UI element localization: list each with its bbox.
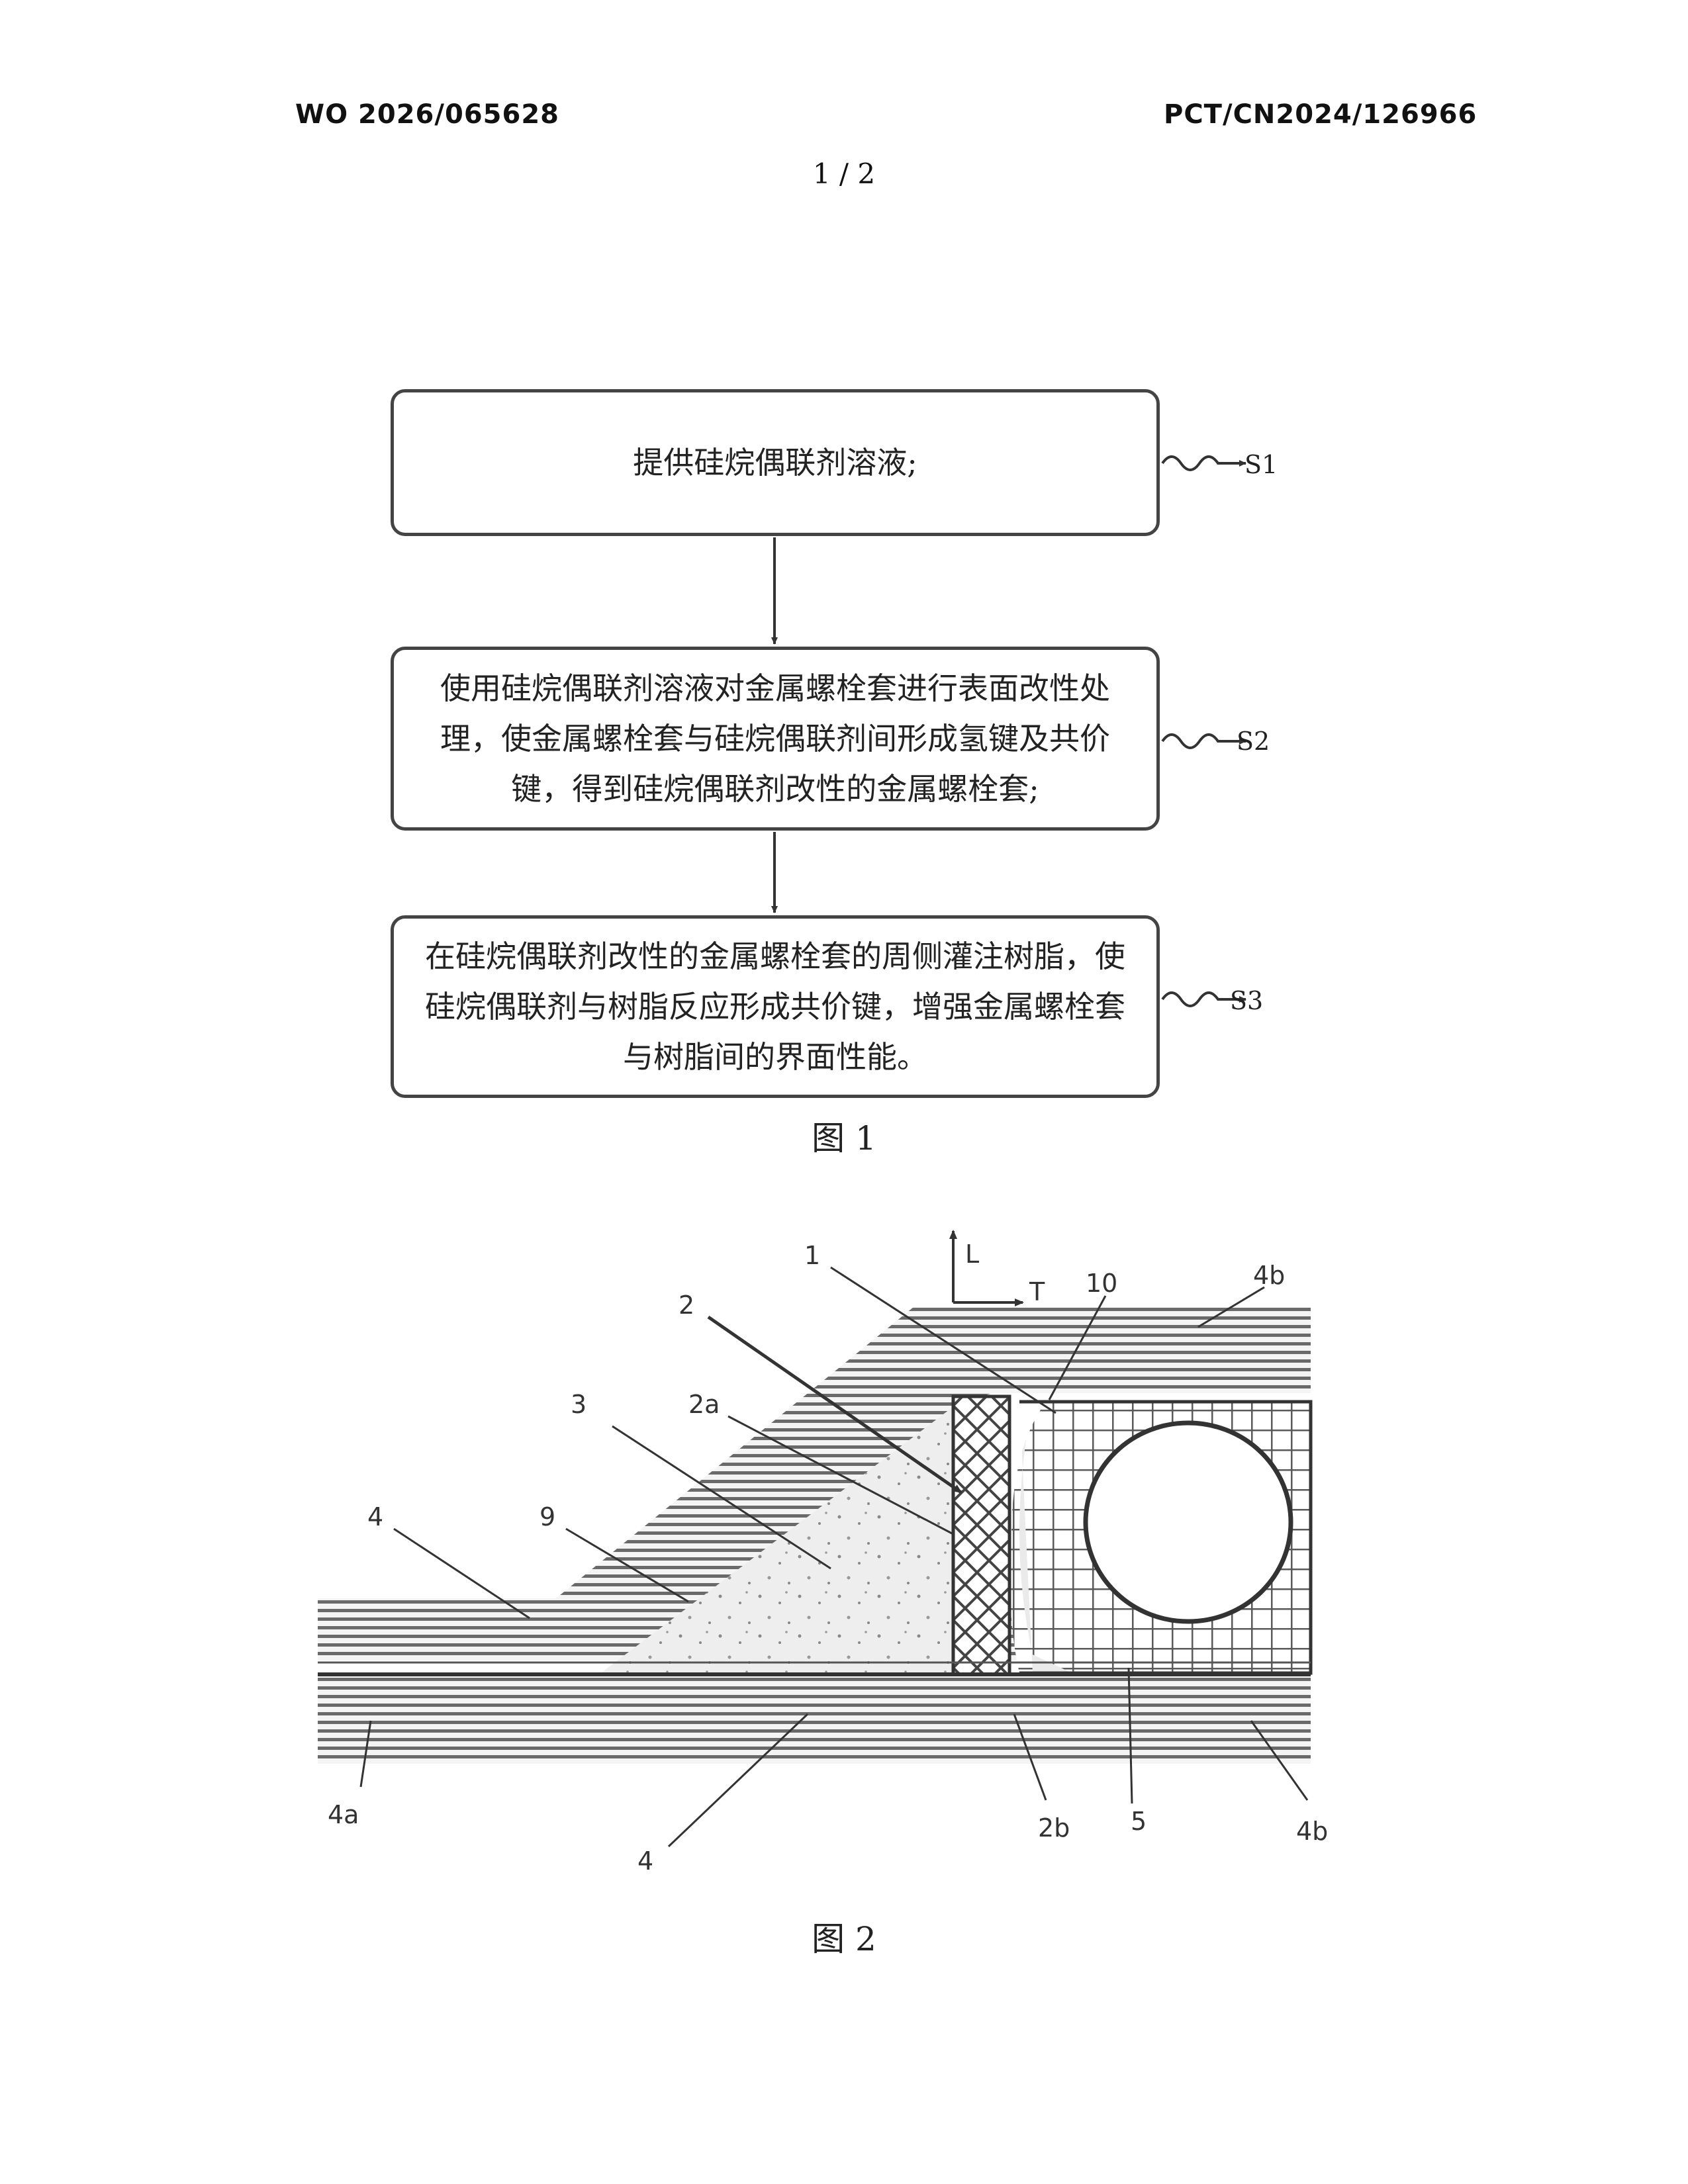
callout-4b-top: 4b	[1253, 1261, 1285, 1290]
figure-2-caption: 图 2	[0, 1913, 1688, 1960]
callout-2a: 2a	[688, 1390, 720, 1419]
callout-2b: 2b	[1038, 1813, 1070, 1843]
callout-10: 10	[1086, 1269, 1117, 1298]
callout-4-bottom: 4	[637, 1846, 653, 1876]
bushing-bore	[1086, 1423, 1291, 1621]
callout-4-left: 4	[367, 1502, 383, 1531]
laminate-lower-ply	[318, 1678, 1311, 1764]
axis-label-l: L	[965, 1240, 979, 1269]
coordinate-axes: L T	[953, 1231, 1045, 1306]
callout-2: 2	[679, 1291, 694, 1320]
callout-4a: 4a	[328, 1800, 359, 1829]
callout-1: 1	[804, 1241, 820, 1270]
axis-label-t: T	[1029, 1277, 1045, 1306]
callout-9: 9	[539, 1502, 555, 1531]
callout-4b-bottom: 4b	[1296, 1817, 1328, 1846]
laminate-flat-ply	[318, 1598, 616, 1661]
callout-5: 5	[1131, 1807, 1147, 1836]
insert-crosshatch	[953, 1396, 1009, 1674]
callout-3: 3	[571, 1390, 586, 1419]
